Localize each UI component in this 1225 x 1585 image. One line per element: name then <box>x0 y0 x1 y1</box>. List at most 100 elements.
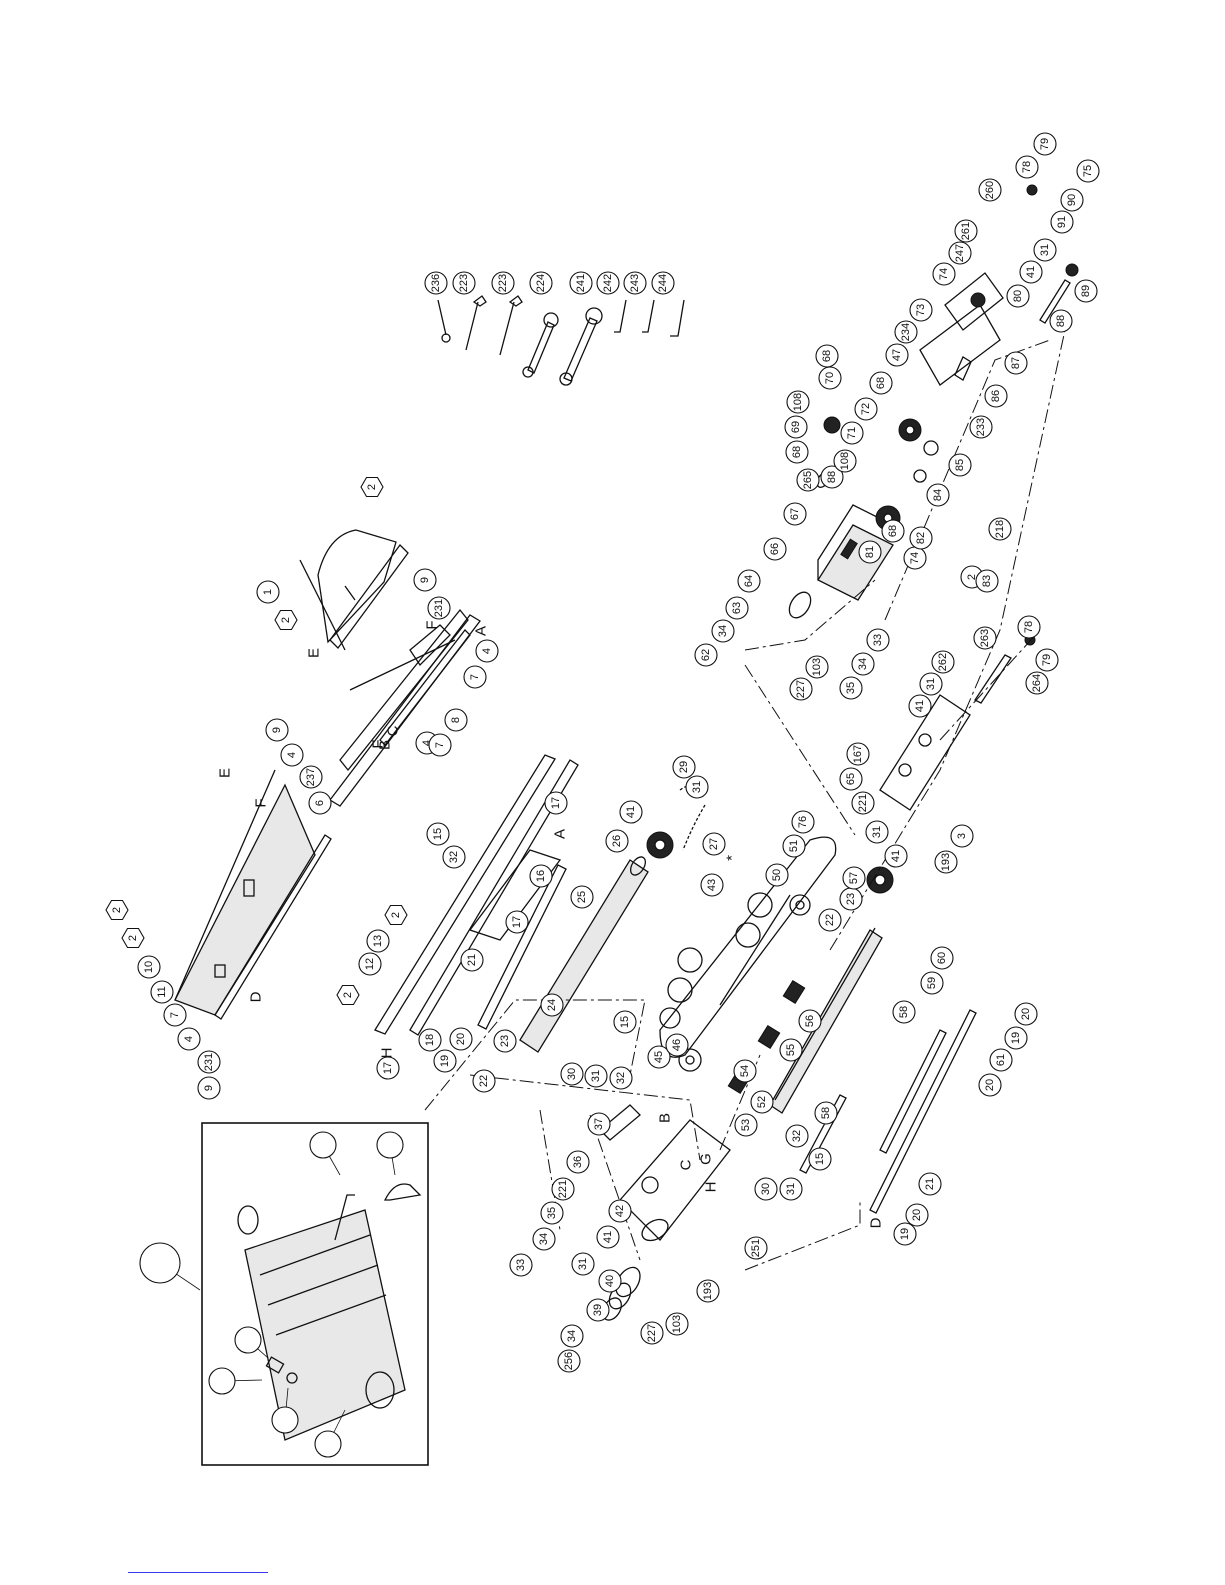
callout-bubble <box>647 1045 671 1069</box>
reference-letter: B <box>657 1113 674 1123</box>
callout-number: 45 <box>653 1051 665 1063</box>
callout-number: 88 <box>1055 315 1067 327</box>
callout-number: 56 <box>804 1015 816 1027</box>
part-callout-263: 263 <box>973 626 997 650</box>
callout-bubble <box>905 1203 929 1227</box>
part-callout-78: 78 <box>1017 615 1041 639</box>
callout-bubble <box>785 440 809 464</box>
callout-bubble <box>587 1112 611 1136</box>
part-callout-88: 88 <box>1049 309 1073 333</box>
callout-number: 65 <box>845 773 857 785</box>
callout-bubble <box>969 415 993 439</box>
callout-bubble <box>798 1009 822 1033</box>
callout-number: 18 <box>424 1034 436 1046</box>
callout-number: 8 <box>450 717 462 723</box>
callout-number: 72 <box>860 403 872 415</box>
callout-bubble <box>472 1069 496 1093</box>
callout-number: 83 <box>981 575 993 587</box>
callout-number: 263 <box>979 629 991 647</box>
callout-number: 260 <box>984 181 996 199</box>
wrench-236-icon <box>437 299 451 343</box>
callout-bubble <box>665 1033 689 1057</box>
callout-bubble <box>137 955 161 979</box>
part-callout-53: 53 <box>734 1113 758 1137</box>
footer-link-underline[interactable] <box>128 1572 268 1573</box>
callout-bubble <box>791 810 815 834</box>
callout-bubble <box>1060 188 1084 212</box>
callout-number: 74 <box>938 268 950 280</box>
callout-number: 2 <box>366 484 378 490</box>
callout-bubble <box>540 1201 564 1225</box>
part-callout-68: 68 <box>869 371 893 395</box>
reference-letter: C <box>385 725 402 736</box>
callout-number: 46 <box>671 1039 683 1051</box>
reference-letter: G <box>698 1153 715 1165</box>
callout-number: 78 <box>1021 161 1033 173</box>
part-callout-262: 262 <box>931 650 955 674</box>
callout-bubble <box>840 421 864 445</box>
callout-bubble <box>854 397 878 421</box>
part-callout-50: 50 <box>765 863 789 887</box>
callout-number: 1 <box>262 589 274 595</box>
callout-bubble <box>560 1062 584 1086</box>
callout-number: 47 <box>891 349 903 361</box>
part-callout-261: 261 <box>954 219 978 243</box>
reference-letter: * <box>724 855 741 861</box>
part-callout-13: 13 <box>366 929 390 953</box>
part-callout-2: 2 <box>336 984 360 1006</box>
part-callout-80: 80 <box>1006 284 1030 308</box>
part-callout-55: 55 <box>779 1038 803 1062</box>
callout-bubble <box>424 271 448 295</box>
part-callout-256: 256 <box>557 1349 581 1373</box>
callout-bubble <box>280 743 304 767</box>
callout-bubble <box>1033 238 1057 262</box>
rod-21-upper <box>477 864 567 1030</box>
reference-letter: F <box>253 798 270 807</box>
callout-bubble <box>452 271 476 295</box>
callout-bubble <box>750 1090 774 1114</box>
part-callout-78: 78 <box>1015 155 1039 179</box>
callout-bubble <box>839 676 863 700</box>
callout-number: 16 <box>535 870 547 882</box>
callout-bubble <box>1076 159 1100 183</box>
callout-bubble <box>885 343 909 367</box>
hex-key-244-icon <box>670 299 685 337</box>
callout-number: 41 <box>1025 266 1037 278</box>
callout-number: 193 <box>940 853 952 871</box>
callout-number: 103 <box>811 658 823 676</box>
callout-bubble <box>336 984 360 1006</box>
part-callout-241: 241 <box>569 271 593 295</box>
callout-number: 43 <box>706 879 718 891</box>
callout-bubble <box>619 800 643 824</box>
callout-bubble <box>571 1252 595 1276</box>
callout-number: 80 <box>1012 290 1024 302</box>
callout-bubble <box>557 1349 581 1373</box>
cover-43 <box>659 836 837 1058</box>
callout-number: 27 <box>708 838 720 850</box>
part-callout-21: 21 <box>460 948 484 972</box>
part-callout-51: 51 <box>782 834 806 858</box>
part-callout-75: 75 <box>1076 159 1100 183</box>
part-callout-244: 244 <box>651 271 675 295</box>
callout-bubble <box>702 832 726 856</box>
sprocket-26 <box>646 831 674 859</box>
part-callout-52: 52 <box>750 1090 774 1114</box>
callout-number: 90 <box>1066 194 1078 206</box>
part-callout-1: 1 <box>256 580 280 604</box>
callout-number: 84 <box>932 489 944 501</box>
callout-bubble <box>926 483 950 507</box>
part-callout-30: 30 <box>560 1062 584 1086</box>
callout-number: 62 <box>700 649 712 661</box>
part-callout-227: 227 <box>789 677 813 701</box>
callout-bubble <box>586 1298 610 1322</box>
part-callout-83: 83 <box>975 569 999 593</box>
part-callout-32: 32 <box>785 1124 809 1148</box>
callout-number: 85 <box>954 459 966 471</box>
callout-bubble <box>932 262 956 286</box>
callout-bubble <box>892 1000 916 1024</box>
callout-number: 6 <box>314 800 326 806</box>
callout-bubble <box>366 929 390 953</box>
callout-number: 3 <box>956 833 968 839</box>
callout-bubble <box>920 971 944 995</box>
part-callout-31: 31 <box>571 1252 595 1276</box>
